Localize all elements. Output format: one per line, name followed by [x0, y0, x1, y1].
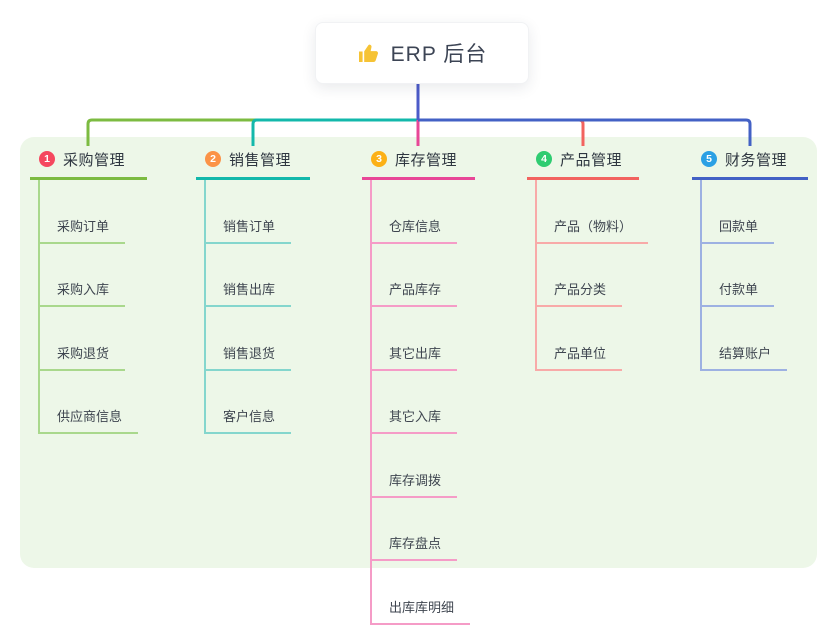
child-node[interactable]: 回款单 [702, 180, 775, 244]
child-node[interactable]: 结算账户 [702, 307, 788, 371]
child-node[interactable]: 仓库信息 [372, 180, 458, 244]
branch-children-procurement: 采购订单 采购入库 采购退货 供应商信息 [38, 180, 147, 434]
branch-number-badge: 4 [536, 151, 552, 167]
branch-label: 库存管理 [395, 151, 458, 169]
branch-number-badge: 2 [205, 151, 221, 167]
child-node[interactable]: 销售出库 [206, 244, 292, 307]
branch-node-product[interactable]: 4 产品管理 [527, 144, 639, 180]
child-node[interactable]: 其它入库 [372, 371, 458, 434]
branch-children-inventory: 仓库信息 产品库存 其它出库 其它入库 库存调拨 库存盘点 出库库明细 [370, 180, 475, 625]
branch-children-product: 产品（物料） 产品分类 产品单位 [535, 180, 649, 371]
branch-number-badge: 3 [371, 151, 387, 167]
child-node[interactable]: 销售退货 [206, 307, 292, 371]
child-node[interactable]: 销售订单 [206, 180, 292, 244]
child-node[interactable]: 付款单 [702, 244, 775, 307]
child-node[interactable]: 出库库明细 [372, 561, 471, 625]
child-node[interactable]: 采购退货 [40, 307, 126, 371]
branch-procurement: 1 采购管理 采购订单 采购入库 采购退货 供应商信息 [30, 144, 147, 434]
branch-label: 产品管理 [560, 151, 623, 169]
root-node-label: ERP 后台 [390, 43, 488, 66]
child-node[interactable]: 产品单位 [537, 307, 623, 371]
child-node[interactable]: 采购入库 [40, 244, 126, 307]
child-node[interactable]: 客户信息 [206, 371, 292, 434]
branch-label: 采购管理 [63, 151, 126, 169]
branch-label: 销售管理 [229, 151, 292, 169]
branch-children-sales: 销售订单 销售出库 销售退货 客户信息 [204, 180, 310, 434]
child-node[interactable]: 产品（物料） [537, 180, 649, 244]
branch-product: 4 产品管理 产品（物料） 产品分类 产品单位 [527, 144, 649, 371]
branch-number-badge: 5 [701, 151, 717, 167]
child-node[interactable]: 库存盘点 [372, 498, 458, 561]
root-node[interactable]: ERP 后台 [315, 22, 529, 84]
child-node[interactable]: 库存调拨 [372, 434, 458, 498]
thumbs-up-icon [357, 41, 381, 65]
branch-node-procurement[interactable]: 1 采购管理 [30, 144, 147, 180]
child-node[interactable]: 其它出库 [372, 307, 458, 371]
child-node[interactable]: 供应商信息 [40, 371, 139, 434]
branch-node-inventory[interactable]: 3 库存管理 [362, 144, 475, 180]
child-node[interactable]: 产品库存 [372, 244, 458, 307]
branch-sales: 2 销售管理 销售订单 销售出库 销售退货 客户信息 [196, 144, 310, 434]
branch-node-sales[interactable]: 2 销售管理 [196, 144, 310, 180]
branch-inventory: 3 库存管理 仓库信息 产品库存 其它出库 其它入库 库存调拨 库存盘点 出库库… [362, 144, 475, 625]
child-node[interactable]: 采购订单 [40, 180, 126, 244]
branch-finance: 5 财务管理 回款单 付款单 结算账户 [692, 144, 808, 371]
branch-node-finance[interactable]: 5 财务管理 [692, 144, 808, 180]
branch-children-finance: 回款单 付款单 结算账户 [700, 180, 808, 371]
child-node[interactable]: 产品分类 [537, 244, 623, 307]
branch-number-badge: 1 [39, 151, 55, 167]
branch-label: 财务管理 [725, 151, 788, 169]
